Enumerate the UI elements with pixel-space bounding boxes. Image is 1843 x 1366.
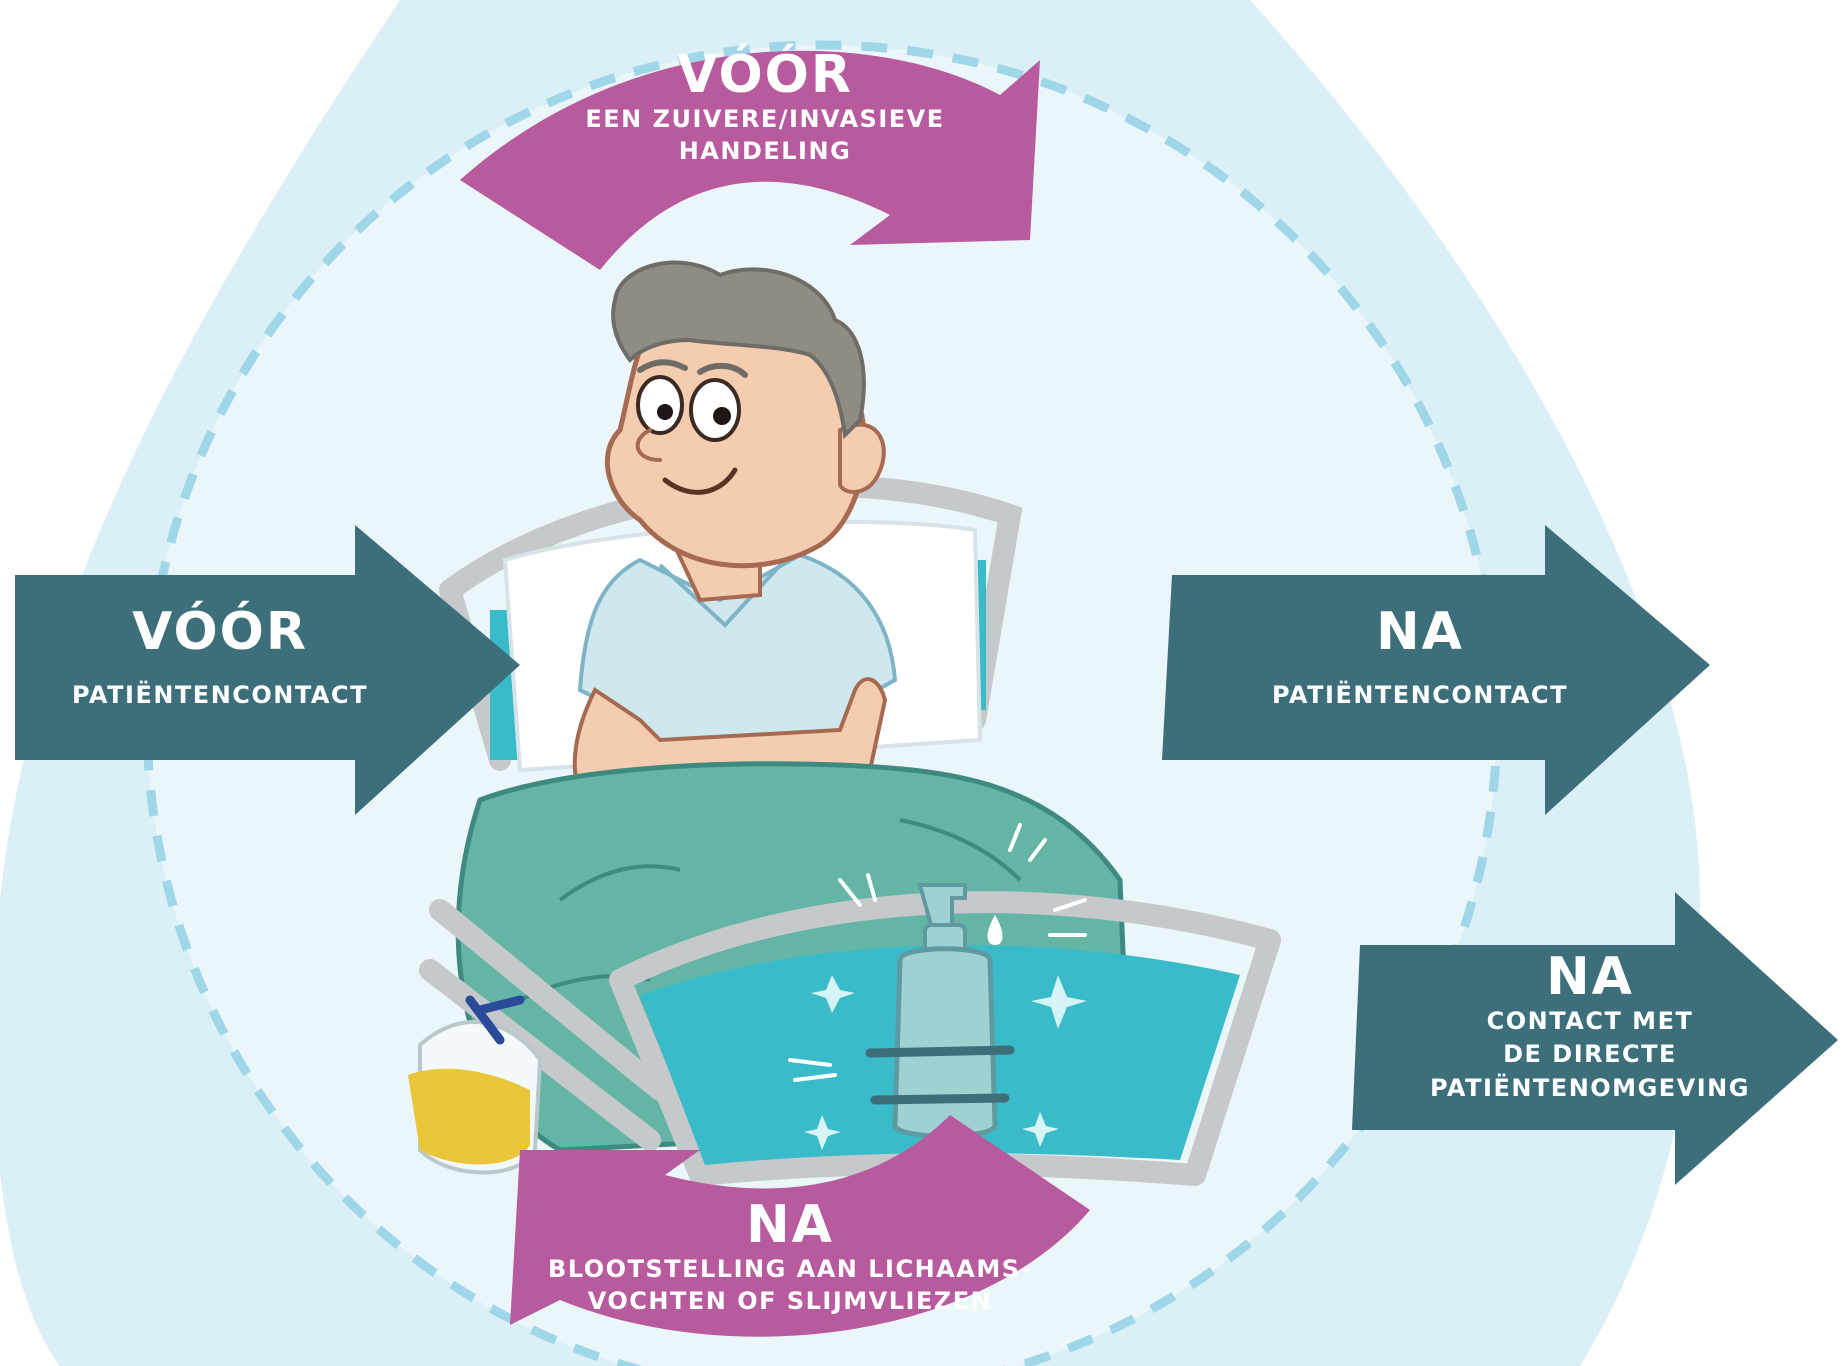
sparkle-icon (1022, 1112, 1059, 1147)
moment-top-subtitle-line-1: EEN ZUIVERE/INVASIEVE (585, 104, 945, 133)
patient-nose (635, 428, 662, 462)
arrow-left-teal (15, 525, 520, 815)
arrow-top-purple (460, 50, 1040, 270)
moment-top-subtitle-line-2: HANDELING (678, 136, 852, 165)
moment-bottom-label: NA BLOOTSTELLING AAN LICHAAMS- VOCHTEN O… (510, 1198, 1070, 1317)
moment-bottom-right-subtitle-line-2: DE DIRECTE (1503, 1040, 1677, 1069)
eye-left (636, 375, 684, 435)
moment-right-label: NA PATIËNTENCONTACT (1230, 605, 1610, 709)
eye-right (689, 378, 741, 442)
sparkle-icon (804, 1115, 841, 1150)
pupil-left (657, 404, 673, 420)
arrow-right-teal (1162, 525, 1710, 815)
pupil-right (713, 407, 731, 425)
moment-bottom-right-title: NA (1546, 947, 1634, 1007)
moment-bottom-title: NA (746, 1195, 834, 1255)
moment-left-label: VÓÓR PATIËNTENCONTACT (40, 605, 400, 709)
moment-top-title: VÓÓR (677, 45, 853, 105)
hospital-bed-illustration (408, 260, 1281, 1186)
urine-bag-icon (408, 995, 543, 1175)
sparkle-icons (804, 975, 1087, 1150)
moment-right-subtitle: PATIËNTENCONTACT (1272, 680, 1568, 709)
arrow-bottom-purple (510, 1115, 1090, 1337)
moment-bottom-right-subtitle-line-3: PATIËNTENOMGEVING (1430, 1073, 1750, 1102)
patient-illustration (604, 260, 886, 603)
droplet-icon (987, 915, 1003, 945)
urine-bag-hanger (465, 995, 525, 1045)
moment-left-title: VÓÓR (132, 602, 308, 662)
patient-smile (662, 467, 738, 495)
moment-right-title: NA (1376, 602, 1464, 662)
moment-bottom-subtitle-line-1: BLOOTSTELLING AAN LICHAAMS- (548, 1254, 1032, 1283)
gown-collar (658, 558, 787, 628)
shine-lines (788, 823, 1087, 1082)
moment-bottom-right-label: NA CONTACT MET DE DIRECTE PATIËNTENOMGEV… (1390, 950, 1790, 1105)
moment-bottom-subtitle-line-2: VOCHTEN OF SLIJMVLIEZEN (587, 1286, 993, 1315)
moment-bottom-right-subtitle-line-1: CONTACT MET (1486, 1006, 1694, 1035)
moment-top-label: VÓÓR EEN ZUIVERE/INVASIEVE HANDELING (560, 48, 970, 167)
eyebrows (637, 359, 748, 378)
dispenser-bottle (892, 946, 998, 1139)
urine-fill (408, 1068, 530, 1165)
moment-left-subtitle: PATIËNTENCONTACT (72, 680, 368, 709)
patient-ear (838, 422, 886, 494)
patient-hair (611, 260, 866, 440)
dispenser-band (865, 1045, 1015, 1105)
sparkle-icon (811, 975, 855, 1013)
footboard-frame (609, 891, 1281, 1186)
sparkle-icon (1031, 975, 1087, 1029)
hand-sanitizer-icon (788, 823, 1087, 1139)
arrow-bottom-right-teal (1352, 892, 1838, 1185)
